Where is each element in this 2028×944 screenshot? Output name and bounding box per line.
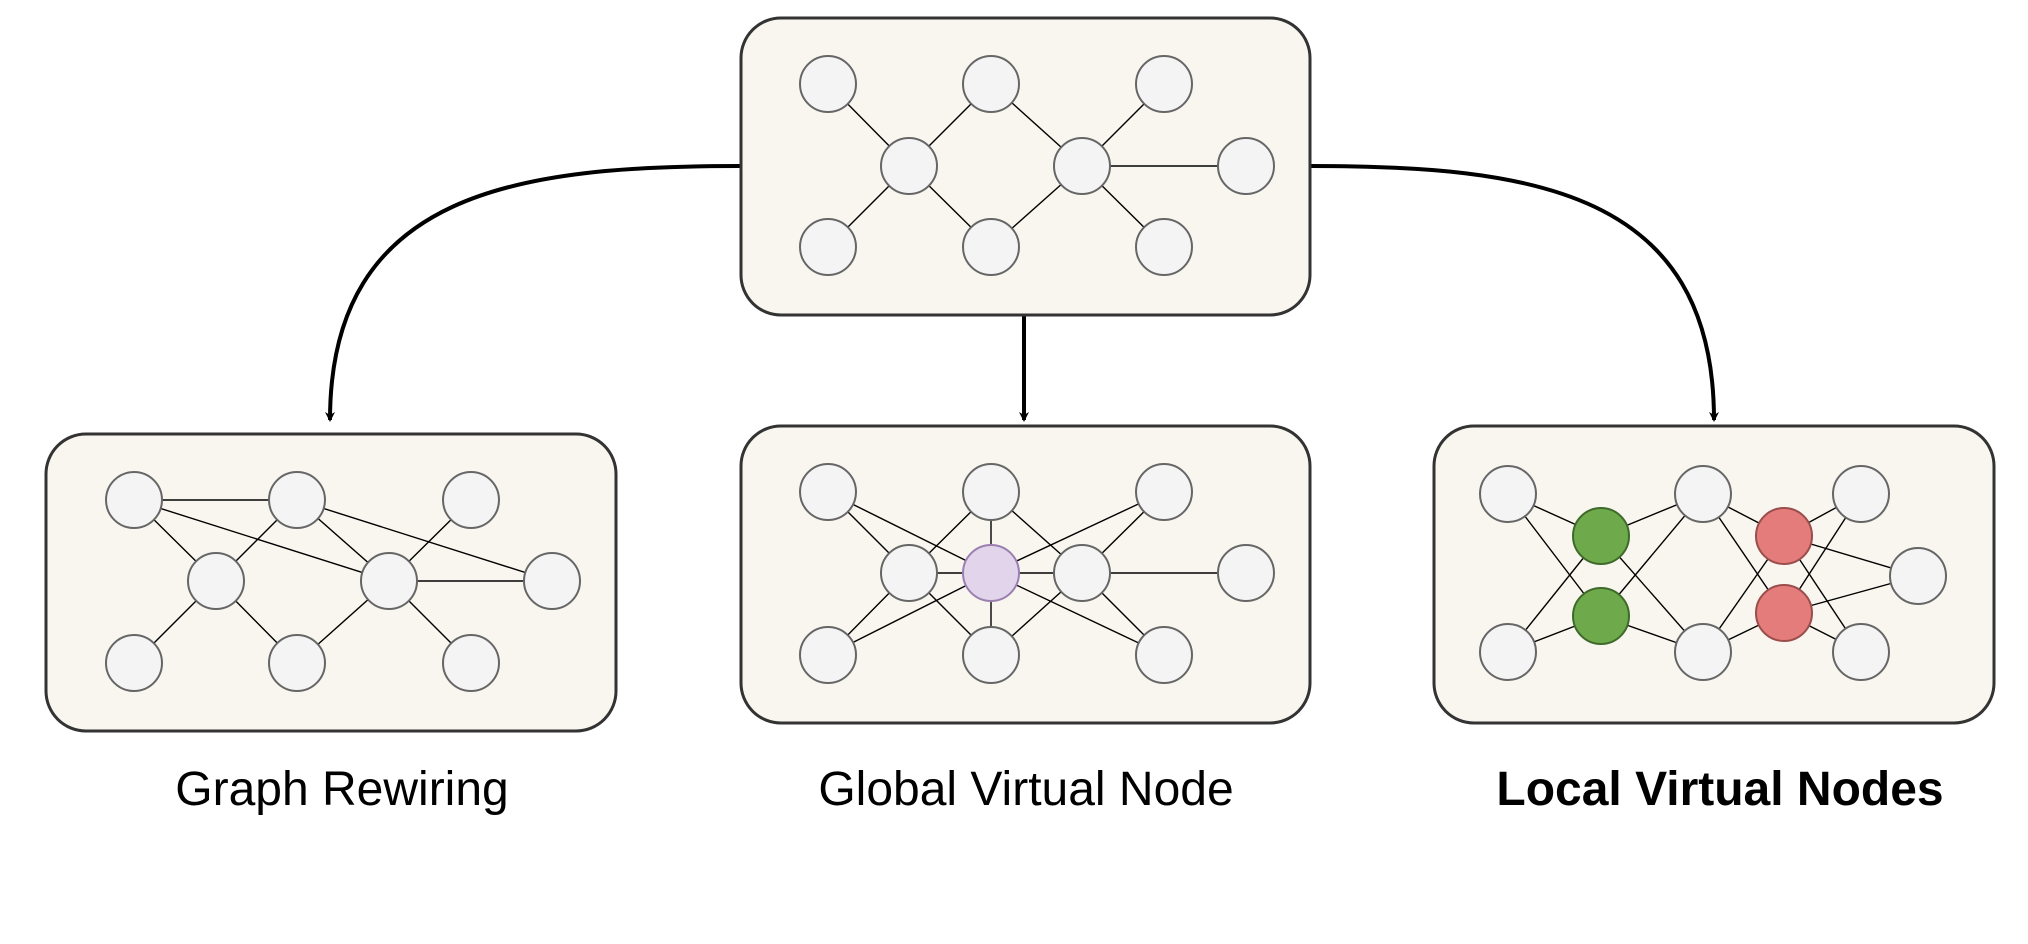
graph-node <box>962 626 1020 684</box>
arrows <box>325 164 1719 422</box>
panel-graph-rewiring <box>44 432 618 733</box>
arrow-to-graph-rewiring <box>325 164 742 422</box>
graph-node <box>360 552 418 610</box>
graph-node <box>799 218 857 276</box>
graph-node <box>962 463 1020 521</box>
graph-node <box>880 137 938 195</box>
graph-node <box>1135 218 1193 276</box>
graph-node <box>1832 623 1890 681</box>
local-virtual-node-red <box>1755 584 1813 642</box>
graph-node <box>1217 544 1275 602</box>
local-virtual-node-green <box>1572 507 1630 565</box>
graph-node <box>1053 137 1111 195</box>
caption-global-virtual-node: Global Virtual Node <box>818 763 1234 816</box>
graph-node <box>1135 626 1193 684</box>
graph-node <box>442 634 500 692</box>
graph-node <box>1832 465 1890 523</box>
graph-node <box>1217 137 1275 195</box>
graph-node <box>268 471 326 529</box>
graph-node <box>799 626 857 684</box>
panel-local-virtual-nodes <box>1432 424 1996 725</box>
graph-node <box>1135 55 1193 113</box>
caption-local-virtual-nodes: Local Virtual Nodes <box>1496 763 1944 816</box>
graph-node <box>1674 623 1732 681</box>
graph-node <box>523 552 581 610</box>
graph-node <box>1479 465 1537 523</box>
graph-node <box>105 471 163 529</box>
graph-node <box>799 55 857 113</box>
panel-original-graph <box>739 16 1312 317</box>
graph-node <box>799 463 857 521</box>
global-virtual-node <box>962 544 1020 602</box>
graph-node <box>442 471 500 529</box>
graph-node <box>880 544 938 602</box>
graph-node <box>1479 623 1537 681</box>
panel-global-virtual-node <box>739 424 1312 725</box>
caption-graph-rewiring: Graph Rewiring <box>175 763 509 816</box>
arrow-to-local-virtual-nodes <box>1309 164 1719 422</box>
graph-node <box>1135 463 1193 521</box>
local-virtual-node-red <box>1755 507 1813 565</box>
graph-node <box>962 55 1020 113</box>
graph-node <box>268 634 326 692</box>
graph-node <box>1053 544 1111 602</box>
graph-node <box>105 634 163 692</box>
graph-node <box>962 218 1020 276</box>
graph-node <box>1889 547 1947 605</box>
graph-node <box>187 552 245 610</box>
local-virtual-node-green <box>1572 587 1630 645</box>
graph-node <box>1674 465 1732 523</box>
